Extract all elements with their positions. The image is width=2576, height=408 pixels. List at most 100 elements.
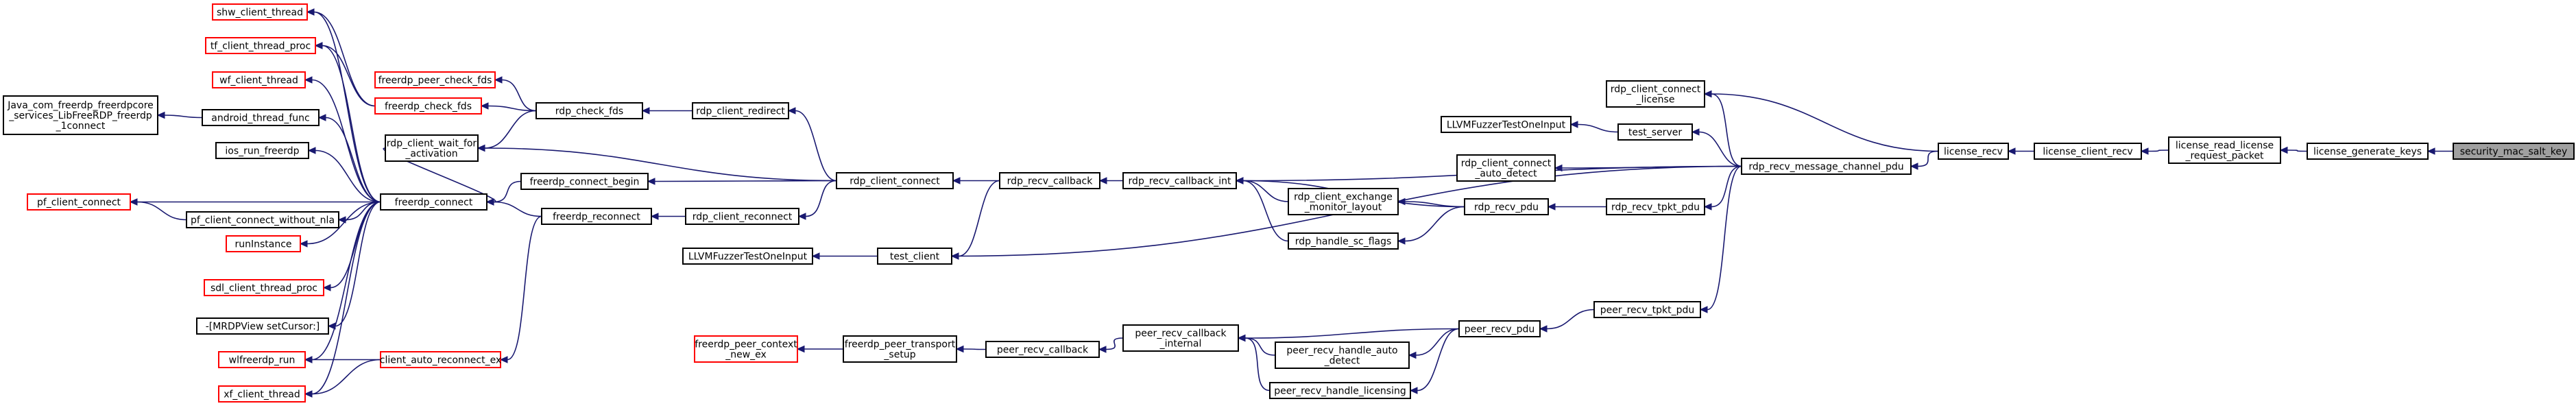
node-box[interactable] — [843, 335, 957, 363]
node-box[interactable] — [1441, 116, 1572, 133]
node-wfct[interactable]: wf_client_thread — [212, 71, 306, 88]
node-fpts[interactable]: freerdp_peer_transport_setup — [843, 335, 957, 363]
node-rcrec[interactable]: rdp_client_reconnect — [685, 208, 799, 225]
node-frec[interactable]: freerdp_reconnect — [541, 208, 652, 225]
node-prc[interactable]: peer_recv_callback — [985, 341, 1100, 358]
node-box[interactable] — [1617, 123, 1693, 141]
node-box[interactable] — [877, 248, 952, 265]
node-rrtp[interactable]: rdp_recv_tpkt_pdu — [1606, 198, 1705, 215]
node-ri[interactable]: runInstance — [226, 235, 301, 252]
node-box[interactable] — [836, 172, 954, 189]
node-box[interactable] — [27, 193, 131, 211]
node-box[interactable] — [204, 279, 324, 296]
node-prp[interactable]: peer_recv_pdu — [1458, 320, 1541, 337]
node-box[interactable] — [374, 97, 482, 115]
node-irf[interactable]: ios_run_freerdp — [215, 142, 309, 159]
node-rcwfa[interactable]: rdp_client_wait_for_activation — [385, 134, 479, 162]
node-box[interactable] — [1741, 158, 1912, 175]
node-box[interactable] — [196, 317, 329, 335]
node-rccad[interactable]: rdp_client_connect_auto_detect — [1456, 154, 1556, 182]
node-box[interactable] — [685, 208, 799, 225]
node-prtp[interactable]: peer_recv_tpkt_pdu — [1593, 301, 1701, 318]
node-box[interactable] — [1288, 188, 1399, 215]
node-fpcne[interactable]: freerdp_peer_context_new_ex — [694, 335, 798, 363]
node-rceml[interactable]: rdp_client_exchange_monitor_layout — [1288, 188, 1399, 215]
node-box[interactable] — [520, 173, 649, 190]
node-box[interactable] — [380, 351, 501, 368]
node-box[interactable] — [226, 235, 301, 252]
node-wfr[interactable]: wlfreerdp_run — [218, 351, 306, 368]
node-llvm1[interactable]: LLVMFuzzerTestOneInput — [1441, 116, 1572, 133]
node-mrdp[interactable]: -[MRDPView setCursor:] — [196, 317, 329, 335]
node-box[interactable] — [218, 385, 306, 403]
node-xfct[interactable]: xf_client_thread — [218, 385, 306, 403]
node-rhsf[interactable]: rdp_handle_sc_flags — [1288, 232, 1399, 250]
node-box[interactable] — [1456, 154, 1556, 182]
node-rccl[interactable]: rdp_client_connect_license — [1606, 80, 1705, 108]
node-prhl[interactable]: peer_recv_handle_licensing — [1269, 382, 1411, 399]
node-lcr[interactable]: license_client_recv — [2034, 143, 2142, 160]
node-box[interactable] — [1938, 143, 2009, 160]
node-rrp[interactable]: rdp_recv_pdu — [1464, 198, 1549, 215]
node-box[interactable] — [2307, 143, 2429, 160]
node-atf[interactable]: android_thread_func — [202, 109, 320, 126]
node-car[interactable]: client_auto_reconnect_ex — [380, 351, 501, 368]
node-box[interactable] — [1464, 198, 1549, 215]
node-box[interactable] — [999, 172, 1100, 189]
node-fcb[interactable]: freerdp_connect_begin — [520, 173, 649, 190]
node-sdlctp[interactable]: sdl_client_thread_proc — [204, 279, 324, 296]
node-box[interactable] — [541, 208, 652, 225]
node-pfcc[interactable]: pf_client_connect — [27, 193, 131, 211]
node-box[interactable] — [385, 134, 479, 162]
node-box[interactable] — [3, 95, 158, 135]
node-box[interactable] — [380, 193, 487, 211]
node-fpcfds[interactable]: freerdp_peer_check_fds — [374, 71, 496, 88]
node-box[interactable] — [212, 3, 308, 21]
node-box[interactable] — [1606, 80, 1705, 108]
node-box[interactable] — [218, 351, 306, 368]
node-java[interactable]: Java_com_freerdp_freerdpcore_services_Li… — [3, 95, 158, 135]
node-box[interactable] — [186, 211, 339, 228]
node-rrmcp[interactable]: rdp_recv_message_channel_pdu — [1741, 158, 1912, 175]
node-rcfds[interactable]: rdp_check_fds — [535, 102, 643, 119]
node-box[interactable] — [985, 341, 1100, 358]
node-box[interactable] — [1458, 320, 1541, 337]
node-rcr[interactable]: rdp_client_redirect — [692, 102, 789, 119]
node-box[interactable] — [694, 335, 798, 363]
node-box[interactable] — [374, 71, 496, 88]
node-box[interactable] — [1275, 341, 1410, 369]
node-prhad[interactable]: peer_recv_handle_auto_detect — [1275, 341, 1410, 369]
node-ts[interactable]: test_server — [1617, 123, 1693, 141]
node-box[interactable] — [692, 102, 789, 119]
node-lr[interactable]: license_recv — [1938, 143, 2009, 160]
node-rcc[interactable]: rdp_client_connect — [836, 172, 954, 189]
node-box[interactable] — [1122, 324, 1239, 352]
node-box[interactable] — [2034, 143, 2142, 160]
node-prci[interactable]: peer_recv_callback_internal — [1122, 324, 1239, 352]
node-box[interactable] — [212, 71, 306, 88]
node-box[interactable] — [1288, 232, 1399, 250]
node-tc[interactable]: test_client — [877, 248, 952, 265]
node-box[interactable] — [2168, 136, 2281, 164]
node-root[interactable]: security_mac_salt_key — [2453, 143, 2575, 160]
node-box[interactable] — [202, 109, 320, 126]
node-lrlrp[interactable]: license_read_license_request_packet — [2168, 136, 2281, 164]
node-box[interactable] — [1269, 382, 1411, 399]
node-rrci[interactable]: rdp_recv_callback_int — [1122, 172, 1237, 189]
node-tfctp[interactable]: tf_client_thread_proc — [205, 37, 316, 54]
node-box[interactable] — [1122, 172, 1237, 189]
node-box[interactable] — [1606, 198, 1705, 215]
node-rrc[interactable]: rdp_recv_callback — [999, 172, 1100, 189]
node-box[interactable] — [682, 248, 813, 265]
node-llvm2[interactable]: LLVMFuzzerTestOneInput — [682, 248, 813, 265]
node-pfccwn[interactable]: pf_client_connect_without_nla — [186, 211, 339, 228]
node-box[interactable] — [535, 102, 643, 119]
node-lgk[interactable]: license_generate_keys — [2307, 143, 2429, 160]
node-box[interactable] — [1593, 301, 1701, 318]
node-box[interactable] — [215, 142, 309, 159]
node-swct[interactable]: shw_client_thread — [212, 3, 308, 21]
node-fcfds[interactable]: freerdp_check_fds — [374, 97, 482, 115]
node-fc[interactable]: freerdp_connect — [380, 193, 487, 211]
node-box[interactable] — [2453, 143, 2575, 160]
node-box[interactable] — [205, 37, 316, 54]
